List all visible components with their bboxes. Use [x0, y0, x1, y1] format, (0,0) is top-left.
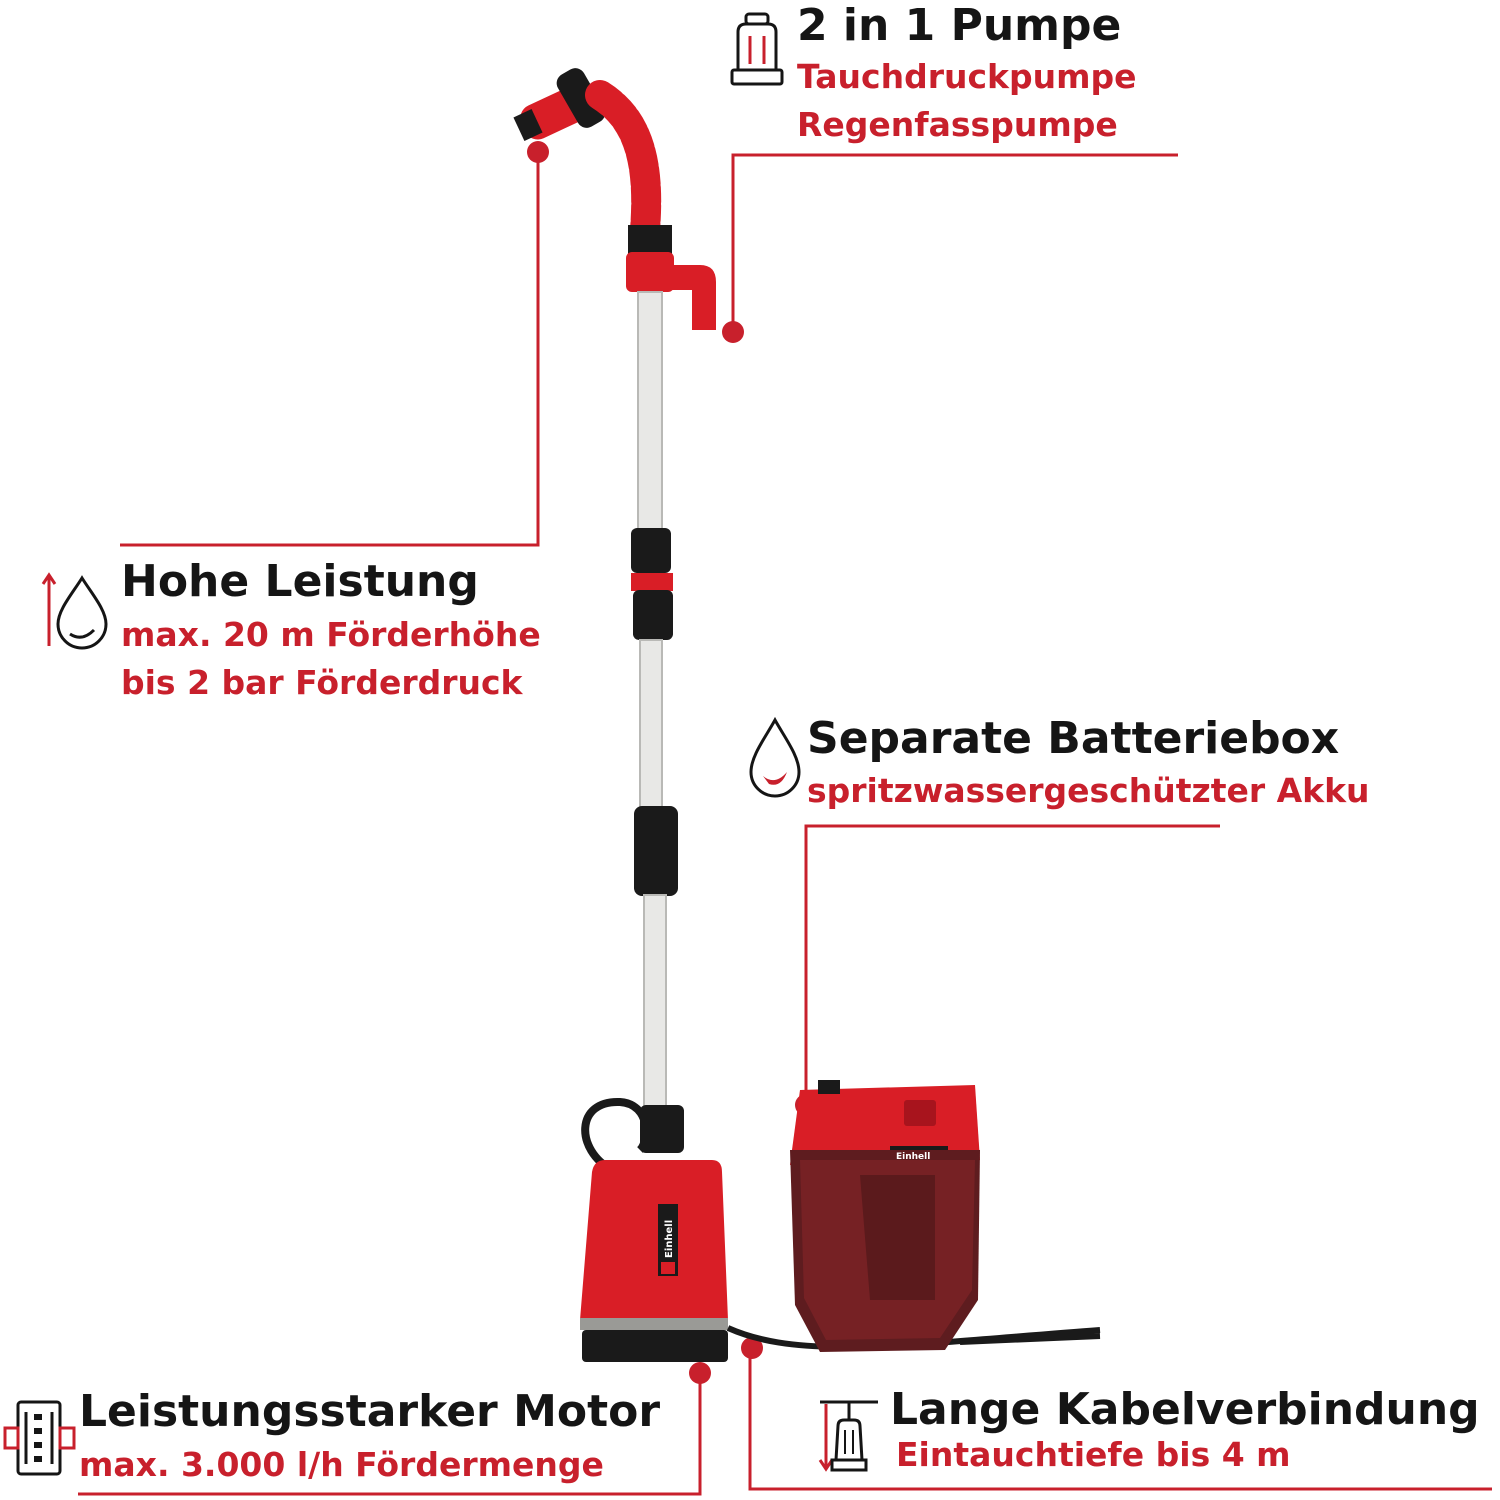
leader-line-motor [78, 1373, 702, 1496]
feature-line: bis 2 bar Förderdruck [121, 663, 523, 702]
feature-title: Lange Kabelverbindung [890, 1384, 1480, 1435]
nozzle [513, 68, 606, 142]
feature-line: max. 3.000 l/h Fördermenge [79, 1445, 604, 1484]
battery-box [790, 1080, 980, 1352]
pipe-lower [643, 894, 667, 1111]
feature-line: spritzwassergeschützter Akku [807, 771, 1370, 810]
pump-body [580, 1160, 728, 1320]
leader-line-pump [731, 153, 1178, 330]
motor-icon [3, 1400, 76, 1476]
callout-dot-pump [722, 321, 744, 343]
feature-line: Regenfasspumpe [797, 105, 1118, 144]
water-drop-icon [41, 572, 108, 650]
feature-line: Tauchdruckpumpe [797, 57, 1137, 96]
feature-title: Separate Batteriebox [807, 713, 1340, 764]
callout-dot-power [527, 141, 549, 163]
feature-title: 2 in 1 Pumpe [797, 0, 1122, 51]
pipe-middle [639, 639, 663, 811]
callout-dot-cable [741, 1337, 763, 1359]
callout-dot-motor [689, 1362, 711, 1384]
pipe-upper [637, 291, 663, 533]
feature-line: Eintauchtiefe bis 4 m [896, 1435, 1291, 1474]
water-drop-icon [749, 716, 801, 798]
submersion-depth-icon [818, 1400, 878, 1472]
pump-base [582, 1330, 728, 1362]
leader-line-power [120, 152, 540, 547]
pump-icon [730, 12, 784, 86]
battery-brand-label: Einhell [896, 1152, 930, 1162]
pump-brand-label: Einhell [664, 1220, 675, 1258]
leader-line-cable [748, 1348, 1492, 1491]
flexible-hose [585, 80, 662, 245]
feature-title: Leistungsstarker Motor [79, 1386, 661, 1437]
feature-line: max. 20 m Förderhöhe [121, 615, 541, 654]
hook-outlet [672, 265, 716, 330]
leader-line-battery [804, 824, 1220, 1105]
feature-title: Hohe Leistung [121, 556, 479, 607]
